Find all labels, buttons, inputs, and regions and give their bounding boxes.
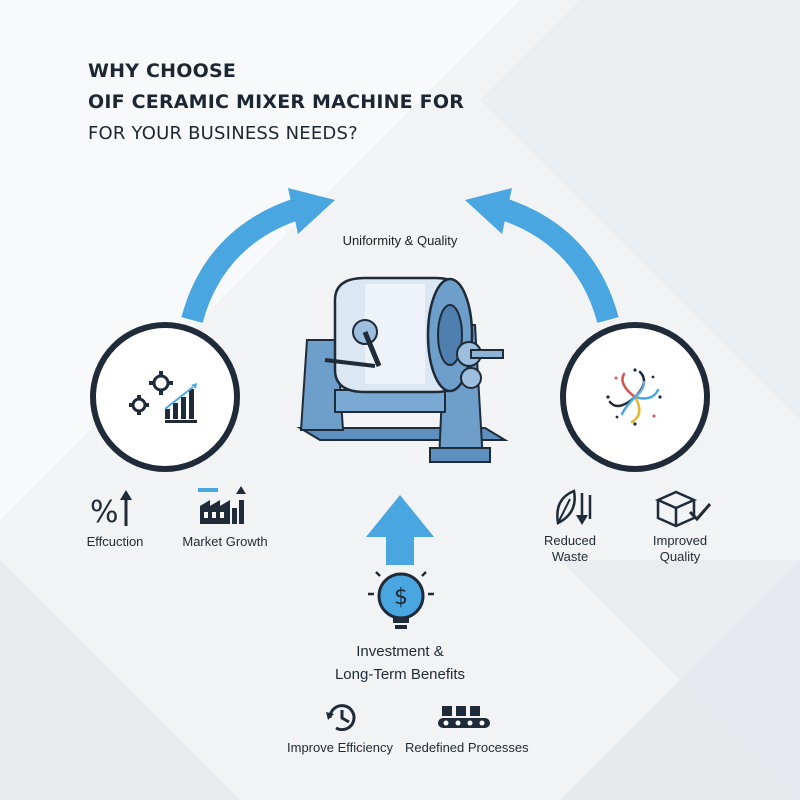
reduced-waste-line: Reduced Waste (543, 533, 597, 564)
ceramic-mixer-machine-icon (296, 276, 509, 463)
lightbulb-dollar-icon: $ (368, 571, 434, 629)
bottom-label-improve-efficiency: Improve Efficiency (287, 740, 393, 755)
feature-label-effcuction: Effcuction (86, 534, 144, 549)
up-arrow (366, 495, 434, 565)
feature-label-market-growth: Market Growth (182, 534, 268, 549)
conveyor-icon (438, 706, 490, 728)
improved-quality-line: Improved Quality (652, 533, 708, 564)
swirl-mix-icon (606, 368, 662, 426)
mixing-circle (560, 322, 710, 472)
page-title: WHY CHOOSE OIF CERAMIC MIXER MACHINE FOR… (88, 56, 464, 149)
percent-up-arrow-icon: % (90, 490, 132, 530)
title-line-2: OIF CERAMIC MIXER MACHINE FOR (88, 91, 465, 113)
center-label: Uniformity & Quality (342, 233, 458, 248)
gears-bar-chart-icon (129, 371, 197, 423)
right-curved-arrow (465, 188, 619, 324)
bottom-label-redefined-processes: Redefined Processes (405, 740, 529, 755)
feature-label-reduced-waste: Reduced Waste (530, 533, 610, 565)
leaf-recycle-icon (556, 489, 592, 525)
investment-title-line-1: Investment & (356, 643, 444, 660)
factory-growth-icon (198, 486, 246, 524)
box-check-icon (654, 490, 712, 528)
investment-title-line-2: Long-Term Benefits (334, 666, 466, 683)
feature-label-improved-quality: Improved Quality (640, 533, 720, 565)
svg-text:%: % (90, 495, 119, 530)
efficiency-circle (90, 322, 240, 472)
svg-text:$: $ (394, 585, 408, 610)
investment-title: Investment & Long-Term Benefits (290, 640, 510, 686)
left-curved-arrow (181, 188, 335, 324)
title-line-3: FOR YOUR BUSINESS NEEDS? (88, 123, 358, 144)
clock-cycle-icon (326, 704, 356, 732)
title-line-1: WHY CHOOSE (88, 60, 237, 82)
